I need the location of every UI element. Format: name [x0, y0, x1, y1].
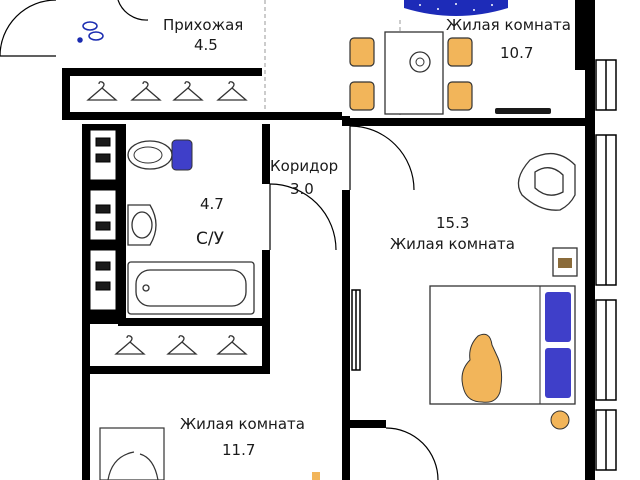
closet-door — [351, 289, 361, 371]
hanger-icon — [166, 335, 198, 355]
room-name-hallway: Прихожая — [163, 16, 244, 34]
rug-icon — [404, 0, 508, 16]
chair-icon — [447, 81, 473, 111]
room-area-living-top: 10.7 — [500, 44, 534, 62]
door-swing-icon — [269, 183, 337, 251]
sink-icon — [127, 204, 157, 246]
hanger-icon — [130, 81, 162, 101]
bathroom-shelf — [89, 129, 117, 311]
room-name-bathroom: С/У — [196, 229, 224, 249]
teddy-bear-icon — [461, 333, 503, 403]
bathtub-icon — [127, 261, 255, 315]
hanger-icon — [114, 335, 248, 355]
hanger-icon — [216, 335, 248, 355]
slippers-icon — [77, 21, 104, 43]
nightstand-icon — [552, 247, 578, 277]
room-area-living-bottom: 11.7 — [222, 441, 256, 459]
room-area-living-middle: 15.3 — [436, 214, 470, 232]
chair-icon — [349, 81, 375, 111]
door-swing-icon — [349, 125, 415, 191]
chair-icon — [447, 37, 473, 67]
dining-table-icon — [384, 31, 444, 115]
hanger-icon — [216, 81, 248, 101]
room-area-corridor: 3.0 — [290, 180, 314, 198]
room-name-living-top: Жилая комната — [446, 16, 571, 34]
armchair-icon — [517, 153, 576, 211]
dining-table-icon — [312, 472, 320, 480]
window-icon — [595, 59, 617, 471]
door-swing-icon — [385, 427, 439, 480]
hanger-icon — [172, 81, 204, 101]
hanger-icon — [86, 81, 118, 101]
tv-icon — [495, 108, 551, 114]
door-swing-icon — [0, 0, 57, 57]
bed-icon — [429, 285, 576, 430]
chair-icon — [349, 37, 473, 111]
toilet-icon — [127, 139, 193, 171]
hanger-icon — [114, 335, 146, 355]
room-area-bathroom: 4.7 — [200, 195, 224, 213]
room-name-corridor: Коридор — [270, 157, 339, 175]
room-name-living-middle: Жилая комната — [390, 235, 515, 253]
hanger-icon — [86, 81, 248, 101]
door-swing-icon — [99, 427, 165, 480]
chair-icon — [349, 37, 375, 67]
door-swing-icon — [117, 0, 149, 21]
room-name-living-bottom: Жилая комната — [180, 415, 305, 433]
room-area-hallway: 4.5 — [194, 36, 218, 54]
